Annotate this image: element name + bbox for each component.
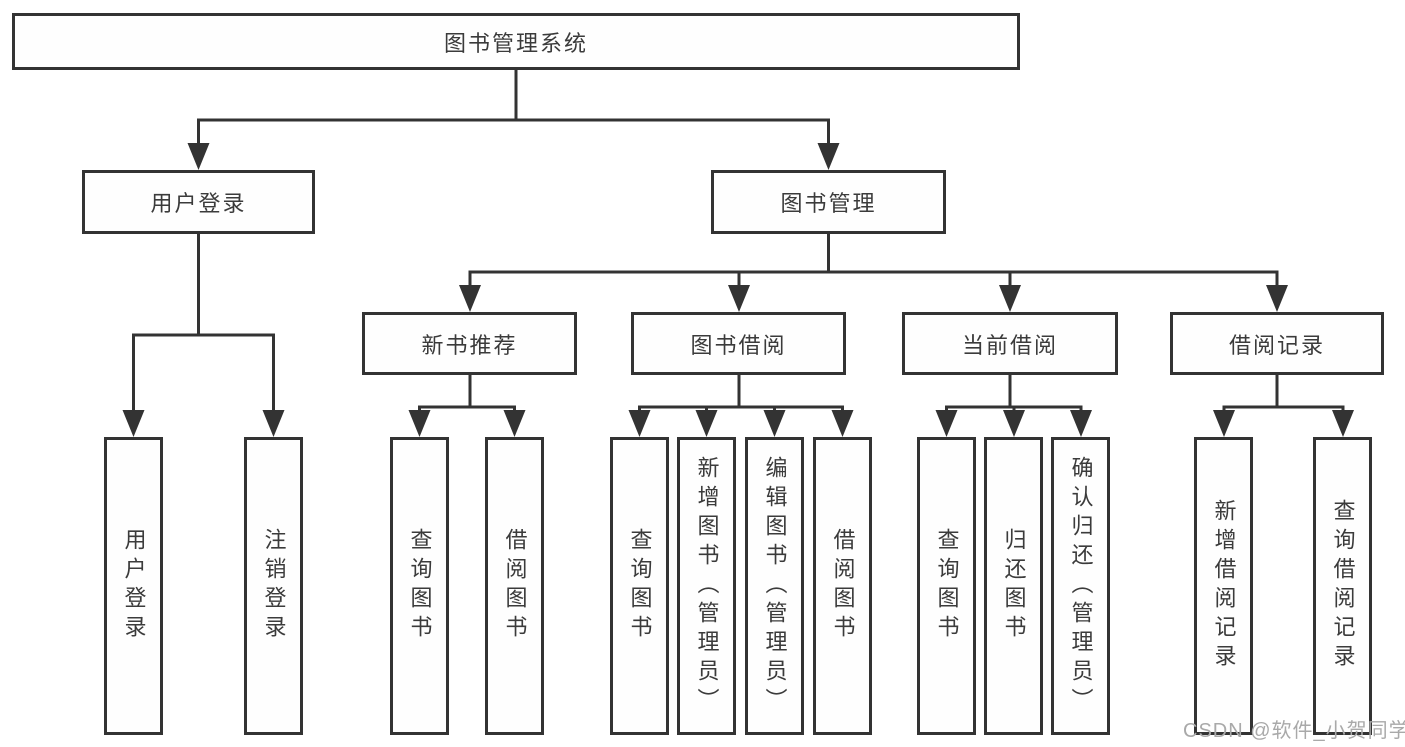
csdn-watermark-text: CSDN @软件_小贺同学 [1183, 720, 1405, 742]
leaf-cb-query-book: 查询图书 [917, 437, 976, 735]
node-new-book-recommend: 新书推荐 [362, 312, 577, 375]
leaf-bb-query-book: 查询图书 [610, 437, 669, 735]
connector-lines [132, 70, 1345, 413]
leaf-logout-label: 注销登录 [261, 528, 287, 644]
node-borrow-record: 借阅记录 [1170, 312, 1384, 375]
leaf-bb-add-book-admin-label: 新增图书（管理员） [694, 455, 720, 717]
leaf-bb-add-book-admin: 新增图书（管理员） [677, 437, 736, 735]
leaf-bb-edit-book-admin-label: 编辑图书（管理员） [762, 455, 788, 717]
leaf-bb-query-book-label: 查询图书 [627, 528, 653, 644]
leaf-bb-borrow-book: 借阅图书 [813, 437, 872, 735]
node-book-management-label: 图书管理 [780, 191, 877, 216]
leaf-nbr-query-book: 查询图书 [390, 437, 449, 735]
node-user-login: 用户登录 [82, 170, 315, 234]
node-root-label: 图书管理系统 [443, 30, 588, 56]
arrow-down-icons [122, 143, 1354, 437]
leaf-br-add-record-label: 新增借阅记录 [1211, 499, 1237, 673]
leaf-cb-confirm-return-admin: 确认归还（管理员） [1051, 437, 1110, 735]
leaf-user-login: 用户登录 [104, 437, 163, 735]
leaf-br-query-record: 查询借阅记录 [1313, 437, 1372, 735]
leaf-br-add-record: 新增借阅记录 [1194, 437, 1253, 735]
node-borrow-record-label: 借阅记录 [1228, 332, 1325, 358]
leaf-user-login-label: 用户登录 [121, 528, 147, 644]
leaf-cb-return-book-label: 归还图书 [1001, 528, 1027, 644]
leaf-cb-confirm-return-admin-label: 确认归还（管理员） [1068, 455, 1094, 717]
node-user-login-label: 用户登录 [150, 191, 247, 216]
leaf-cb-return-book: 归还图书 [984, 437, 1043, 735]
leaf-br-query-record-label: 查询借阅记录 [1330, 499, 1356, 673]
node-root: 图书管理系统 [12, 13, 1020, 70]
leaf-nbr-borrow-book-label: 借阅图书 [502, 528, 528, 644]
leaf-logout: 注销登录 [244, 437, 303, 735]
node-current-borrow: 当前借阅 [902, 312, 1118, 375]
node-book-management: 图书管理 [711, 170, 946, 234]
leaf-bb-edit-book-admin: 编辑图书（管理员） [745, 437, 804, 735]
node-book-borrow: 图书借阅 [631, 312, 846, 375]
node-current-borrow-label: 当前借阅 [961, 332, 1058, 358]
csdn-watermark: CSDN @软件_小贺同学 [1183, 714, 1405, 743]
leaf-bb-borrow-book-label: 借阅图书 [830, 528, 856, 644]
leaf-nbr-query-book-label: 查询图书 [407, 528, 433, 644]
node-new-book-recommend-label: 新书推荐 [421, 332, 518, 358]
leaf-nbr-borrow-book: 借阅图书 [485, 437, 544, 735]
leaf-cb-query-book-label: 查询图书 [934, 528, 960, 644]
node-book-borrow-label: 图书借阅 [690, 332, 787, 358]
